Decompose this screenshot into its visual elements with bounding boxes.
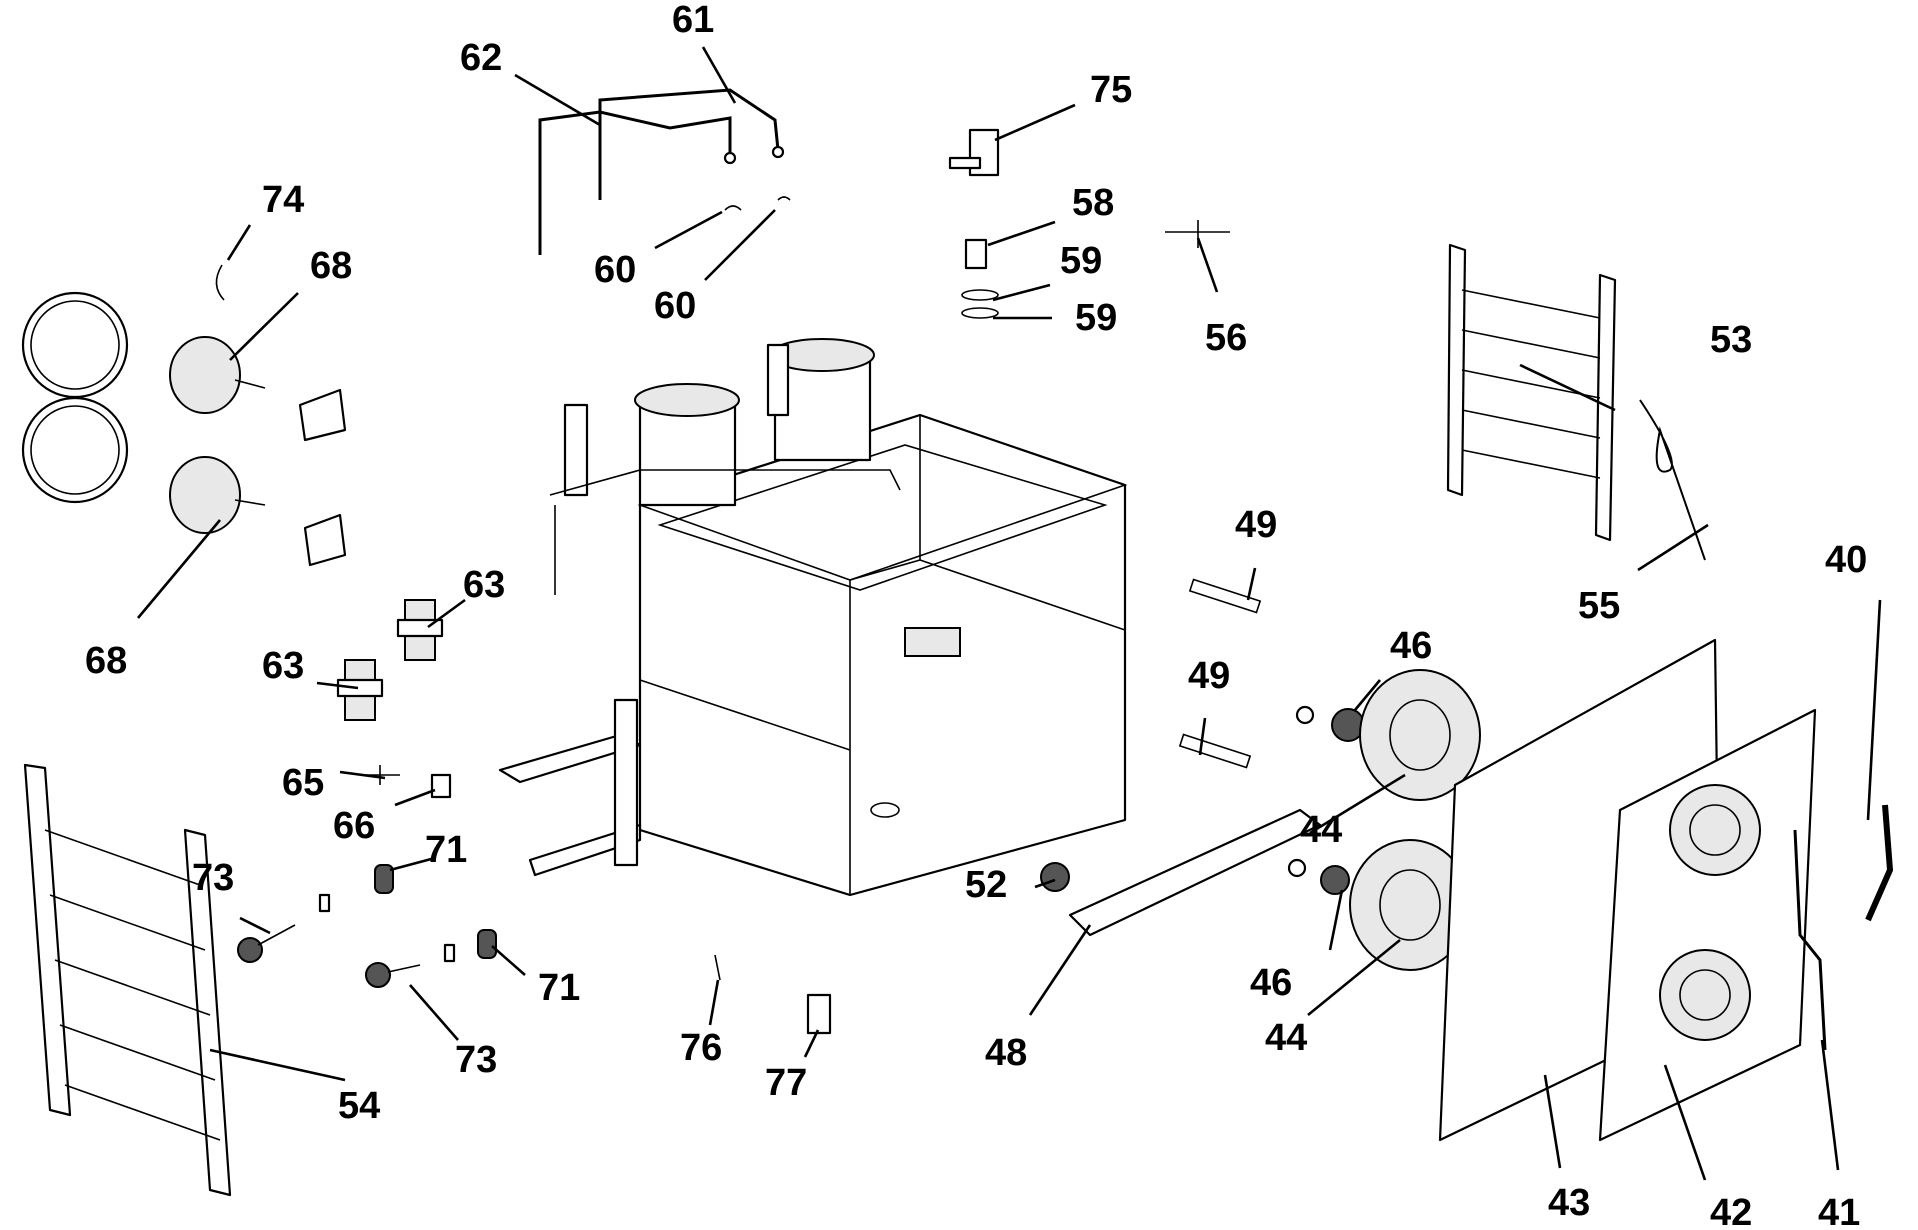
callout-49: 49 xyxy=(1235,504,1277,546)
callout-60: 60 xyxy=(594,249,636,291)
callout-59: 59 xyxy=(1060,240,1102,282)
callout-74: 74 xyxy=(262,179,304,221)
callout-75: 75 xyxy=(1090,69,1132,111)
callout-61: 61 xyxy=(672,0,714,41)
blower-assembly xyxy=(1040,578,1481,971)
callout-66: 66 xyxy=(333,805,375,847)
callout-49: 49 xyxy=(1188,655,1230,697)
callout-62: 62 xyxy=(460,37,502,79)
callout-68: 68 xyxy=(85,640,127,682)
callout-40: 40 xyxy=(1825,539,1867,581)
callout-labels: 61 62 75 74 68 60 60 58 59 59 56 53 55 6… xyxy=(85,0,1867,1230)
leader-lines xyxy=(137,46,1882,1181)
callout-73: 73 xyxy=(192,857,234,899)
callout-73: 73 xyxy=(455,1039,497,1081)
small-parts-top xyxy=(724,128,1230,319)
callout-44: 44 xyxy=(1300,809,1342,851)
callout-55: 55 xyxy=(1578,585,1620,627)
callout-71: 71 xyxy=(425,829,467,871)
left-oven-rack xyxy=(23,763,232,1197)
callout-77: 77 xyxy=(765,1062,807,1104)
callout-53: 53 xyxy=(1710,319,1752,361)
callout-54: 54 xyxy=(338,1085,380,1127)
callout-63: 63 xyxy=(262,645,304,687)
callout-58: 58 xyxy=(1072,182,1114,224)
back-panels xyxy=(1438,638,1894,1142)
callout-44: 44 xyxy=(1265,1017,1307,1059)
callout-42: 42 xyxy=(1710,1192,1752,1230)
callout-48: 48 xyxy=(985,1032,1027,1074)
right-oven-rack xyxy=(1446,243,1706,561)
callout-41: 41 xyxy=(1818,1192,1860,1230)
callout-65: 65 xyxy=(282,762,324,804)
callout-71: 71 xyxy=(538,967,580,1009)
callout-56: 56 xyxy=(1205,317,1247,359)
oven-cavity xyxy=(498,338,1128,897)
callout-46: 46 xyxy=(1390,625,1432,667)
callout-76: 76 xyxy=(680,1027,722,1069)
callout-68: 68 xyxy=(310,245,352,287)
callout-43: 43 xyxy=(1548,1182,1590,1224)
callout-52: 52 xyxy=(965,864,1007,906)
tube-assembly xyxy=(538,88,785,255)
callout-46: 46 xyxy=(1250,962,1292,1004)
callout-60: 60 xyxy=(654,285,696,327)
convection-motors xyxy=(21,264,347,567)
callout-63: 63 xyxy=(463,564,505,606)
callout-59: 59 xyxy=(1075,297,1117,339)
